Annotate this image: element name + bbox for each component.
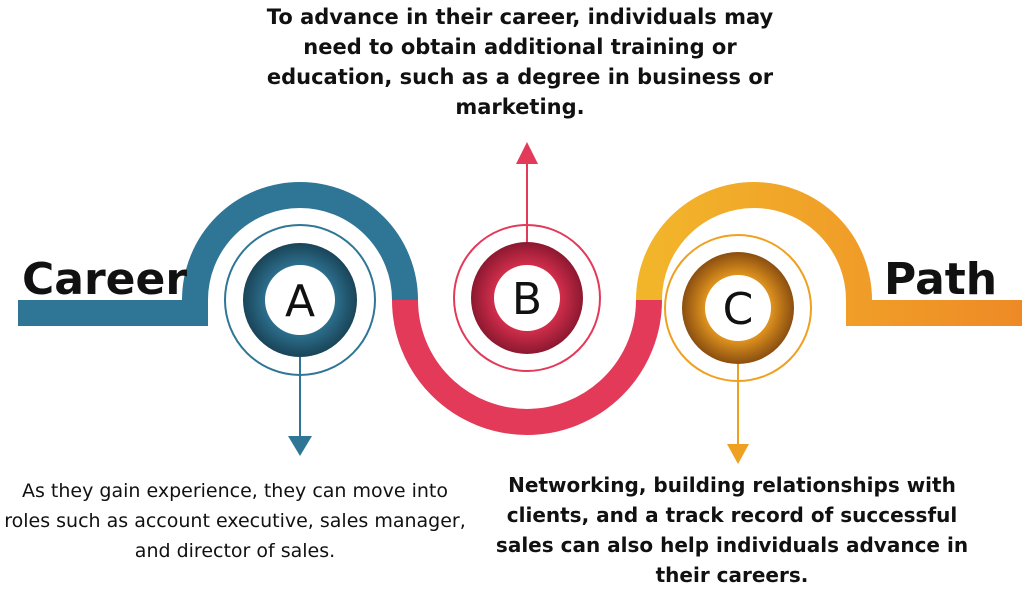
step-b-description: To advance in their career, individuals …: [266, 5, 774, 119]
track-segment-b: [392, 299, 662, 435]
step-a-inner: [265, 265, 335, 335]
step-c-letter: C: [723, 284, 754, 335]
step-b-letter: B: [512, 274, 542, 325]
step-a-letter: A: [285, 276, 315, 327]
track-segment-a: [18, 182, 418, 326]
step-c-node: C: [664, 234, 812, 464]
step-c-description: Networking, building relationships with …: [495, 473, 969, 587]
step-b-node: B: [453, 142, 601, 372]
step-b-inner: [494, 265, 560, 331]
track-segment-c: [636, 182, 1022, 326]
step-a-description: As they gain experience, they can move i…: [4, 480, 466, 562]
step-c-arrow-head: [727, 444, 749, 464]
step-a-node: A: [224, 224, 376, 456]
title-left-word: Career: [22, 254, 188, 305]
step-c-inner: [705, 275, 771, 341]
title-right-word: Path: [884, 254, 998, 305]
step-a-arrow-head: [288, 436, 312, 456]
step-b-arrow-head: [516, 142, 538, 164]
